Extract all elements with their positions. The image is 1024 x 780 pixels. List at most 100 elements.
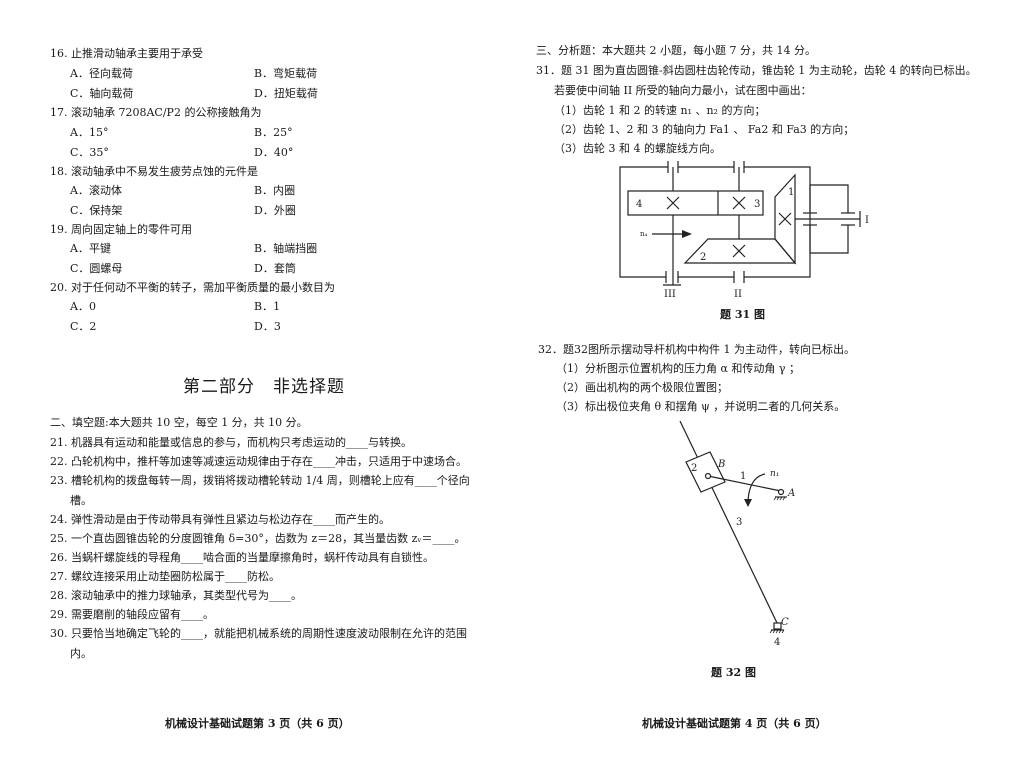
question-31-sub2: （2）齿轮 1、2 和 3 的轴向力 Fa1 、 Fa2 和 Fa3 的方向； (554, 123, 855, 136)
option-c: C．2 (70, 320, 97, 333)
question-26: 26. 当蜗杆螺旋线的导程角____啮合面的当量摩擦角时，蜗杆传动具有自锁性。 (50, 551, 434, 565)
option-c: C．保持架 (70, 204, 123, 217)
question-32-sub2: （2）画出机构的两个极限位置图； (556, 381, 728, 394)
n4-arrow-icon (682, 230, 692, 238)
question-21: 21. 机器具有运动和能量或信息的参与，而机构只考虑运动的____与转换。 (50, 436, 412, 450)
question-number: 28. (50, 589, 68, 602)
page-footer-left: 机械设计基础试题第 3 页（共 6 页） (165, 717, 350, 730)
analysis-section-header: 三、分析题：本大题共 2 小题，每小题 7 分，共 14 分。 (536, 44, 816, 57)
question-number: 26. (50, 551, 68, 564)
option-d: D．40° (254, 146, 294, 159)
part-title: 第二部分 非选择题 (183, 377, 345, 397)
question-number: 24. (50, 513, 68, 526)
question-number: 25. (50, 532, 68, 545)
figure-31-gear-diagram: 4 3 2 1 I II III n₄ (619, 161, 869, 300)
figure-31-caption: 题 31 图 (720, 308, 765, 321)
question-text: 滚动轴承中的推力球轴承，其类型代号为____。 (71, 589, 302, 602)
question-18: 18. 滚动轴承中不易发生疲劳点蚀的元件是 (50, 165, 258, 179)
question-31-sub3: （3）齿轮 3 和 4 的螺旋线方向。 (554, 142, 721, 155)
page-footer-right: 机械设计基础试题第 4 页（共 6 页） (642, 717, 827, 730)
question-text: 一个直齿圆锥齿轮的分度圆锥角 δ=30°，齿数为 z＝28，其当量齿数 zᵥ＝_… (71, 532, 466, 545)
shaft-3-label: III (664, 289, 676, 300)
n1-rotation-arrow-icon (744, 499, 752, 507)
question-27: 27. 螺纹连接采用止动垫圈防松属于____防松。 (50, 570, 280, 584)
n4-label: n₄ (640, 230, 648, 238)
fill-section-header: 二、填空题:本大题共 10 空，每空 1 分，共 10 分。 (50, 416, 308, 429)
option-a: A．径向载荷 (70, 67, 133, 80)
figure-32-linkage-diagram: 2 B 1 n₁ A 3 C 4 (679, 420, 795, 648)
question-number: 22. (50, 455, 68, 468)
question-number: 17. (50, 106, 68, 119)
option-b: B．内圈 (254, 184, 296, 197)
option-b: B．弯矩载荷 (254, 67, 318, 80)
question-stem: 滚动轴承 7208AC/P2 的公称接触角为 (71, 106, 262, 119)
gear-2-label: 2 (700, 252, 706, 263)
question-number: 29. (50, 608, 68, 621)
question-32-sub1: （1）分析图示位置机构的压力角 α 和传动角 γ ； (556, 362, 800, 375)
option-c: C．35° (70, 146, 109, 159)
option-a: A．平键 (70, 242, 111, 255)
question-23: 23. 槽轮机构的拨盘每转一周，拨销将拨动槽轮转动 1/4 周，则槽轮上应有__… (50, 474, 470, 488)
question-16: 16. 止推滑动轴承主要用于承受 (50, 47, 203, 61)
question-28: 28. 滚动轴承中的推力球轴承，其类型代号为____。 (50, 589, 302, 603)
question-25: 25. 一个直齿圆锥齿轮的分度圆锥角 δ=30°，齿数为 z＝28，其当量齿数 … (50, 532, 466, 546)
option-d: D．扭矩载荷 (254, 87, 318, 100)
question-32-line1: 32．题32图所示摆动导杆机构中构件 1 为主动件，转向已标出。 (538, 343, 855, 356)
question-23-continuation: 槽。 (70, 494, 92, 507)
question-number: 16. (50, 47, 68, 60)
question-32-sub3: （3）标出极位夹角 θ 和摆角 ψ ，并说明二者的几何关系。 (556, 400, 846, 413)
question-stem: 滚动轴承中不易发生疲劳点蚀的元件是 (71, 165, 258, 178)
gear-3-label: 3 (754, 199, 760, 210)
question-text: 只要恰当地确定飞轮的____，就能把机械系统的周期性速度波动限制在允许的范围 (71, 627, 467, 640)
shaft-2-label: II (734, 289, 742, 300)
link-3-label: 3 (736, 517, 742, 528)
question-31-line1: 31．题 31 图为直齿圆锥-斜齿圆柱齿轮传动，锥齿轮 1 为主动轮，齿轮 4 … (536, 64, 977, 77)
question-stem: 对于任何动不平衡的转子，需加平衡质量的最小数目为 (71, 281, 335, 294)
point-a-label: A (787, 488, 795, 499)
option-d: D．外圈 (254, 204, 296, 217)
question-22: 22. 凸轮机构中，推杆等加速等减速运动规律由于存在____冲击，只适用于中速场… (50, 455, 467, 469)
option-b: B．25° (254, 126, 293, 139)
question-number: 27. (50, 570, 68, 583)
question-stem: 止推滑动轴承主要用于承受 (71, 47, 203, 60)
question-stem: 周向固定轴上的零件可用 (71, 223, 192, 236)
link-2-label: 2 (691, 463, 697, 474)
option-c: C．轴向载荷 (70, 87, 134, 100)
point-c-label: C (781, 617, 789, 628)
question-text: 槽轮机构的拨盘每转一周，拨销将拨动槽轮转动 1/4 周，则槽轮上应有____个径… (71, 474, 470, 487)
gear-4-label: 4 (636, 199, 642, 210)
option-a: A．0 (70, 300, 96, 313)
question-number: 30. (50, 627, 68, 640)
figure-32-caption: 题 32 图 (711, 666, 756, 679)
question-text: 弹性滑动是由于传动带具有弹性且紧边与松边存在____而产生的。 (71, 513, 390, 526)
option-d: D．套筒 (254, 262, 296, 275)
option-a: A．15° (70, 126, 109, 139)
gear-1-label: 1 (788, 187, 794, 198)
question-29: 29. 需要磨削的轴段应留有____。 (50, 608, 214, 622)
question-number: 19. (50, 223, 68, 236)
n1-label: n₁ (770, 469, 779, 479)
link-1-label: 1 (740, 471, 746, 482)
question-text: 需要磨削的轴段应留有____。 (71, 608, 214, 621)
question-31-line2: 若要使中间轴 II 所受的轴向力最小，试在图中画出： (554, 84, 812, 97)
option-a: A．滚动体 (70, 184, 122, 197)
point-b-label: B (717, 459, 725, 470)
question-17: 17. 滚动轴承 7208AC/P2 的公称接触角为 (50, 106, 261, 120)
shaft-1-label: I (865, 215, 869, 226)
option-d: D．3 (254, 320, 281, 333)
question-19: 19. 周向固定轴上的零件可用 (50, 223, 192, 237)
question-number: 18. (50, 165, 68, 178)
question-text: 凸轮机构中，推杆等加速等减速运动规律由于存在____冲击，只适用于中速场合。 (71, 455, 467, 468)
question-30: 30. 只要恰当地确定飞轮的____，就能把机械系统的周期性速度波动限制在允许的… (50, 627, 467, 641)
frame-4-label: 4 (774, 637, 780, 648)
question-text: 当蜗杆螺旋线的导程角____啮合面的当量摩擦角时，蜗杆传动具有自锁性。 (71, 551, 434, 564)
question-24: 24. 弹性滑动是由于传动带具有弹性且紧边与松边存在____而产生的。 (50, 513, 390, 527)
question-number: 23. (50, 474, 68, 487)
option-b: B．1 (254, 300, 281, 313)
question-text: 机器具有运动和能量或信息的参与，而机构只考虑运动的____与转换。 (71, 436, 412, 449)
option-c: C．圆螺母 (70, 262, 123, 275)
question-31-sub1: （1）齿轮 1 和 2 的转速 n₁ 、n₂ 的方向； (554, 104, 766, 117)
question-number: 21. (50, 436, 68, 449)
question-30-continuation: 内。 (70, 647, 92, 660)
question-20: 20. 对于任何动不平衡的转子，需加平衡质量的最小数目为 (50, 281, 335, 295)
